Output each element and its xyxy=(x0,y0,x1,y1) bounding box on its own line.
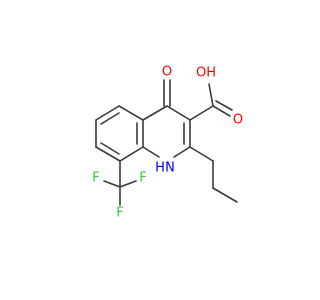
bond-c8-c7 xyxy=(95,146,121,162)
bond-c6-c5 xyxy=(95,105,120,121)
atom-o-carbonyl: O xyxy=(233,113,243,128)
atom-n: N xyxy=(165,161,175,176)
bond-ccf3-f2 xyxy=(119,180,137,188)
bond-ch2b-ch3 xyxy=(212,187,238,203)
atom-o-hydroxyl: OH xyxy=(196,66,216,81)
bond-ccooh-oh xyxy=(208,83,214,107)
bond-c2-ch2a xyxy=(189,146,214,162)
bond-c3-ccooh xyxy=(189,105,214,121)
atom-labels: O OH O H N F F F xyxy=(92,65,243,221)
bond-c8a-c8 xyxy=(119,146,144,162)
bond-c4a-c4 xyxy=(142,105,168,121)
bond-n-c8a xyxy=(142,146,160,158)
bond-c8-c7-inner xyxy=(100,142,120,155)
bond-c5-c4a xyxy=(118,105,144,121)
bonds xyxy=(95,79,238,206)
bond-ccooh-o-a xyxy=(212,105,231,117)
molecule-diagram: O OH O H N F F F xyxy=(92,65,243,221)
atom-f1: F xyxy=(92,171,99,186)
bond-c6-c5-inner xyxy=(100,112,120,125)
bond-c2-n xyxy=(173,146,191,158)
atom-f3: F xyxy=(116,206,123,221)
atom-o-keto: O xyxy=(162,65,172,80)
bond-c4-c3 xyxy=(166,105,191,121)
bond-ccf3-f1 xyxy=(103,180,121,188)
atom-n-hydrogen: H xyxy=(155,161,165,176)
atom-f2: F xyxy=(139,171,146,186)
bond-ccooh-o-b xyxy=(215,100,233,111)
